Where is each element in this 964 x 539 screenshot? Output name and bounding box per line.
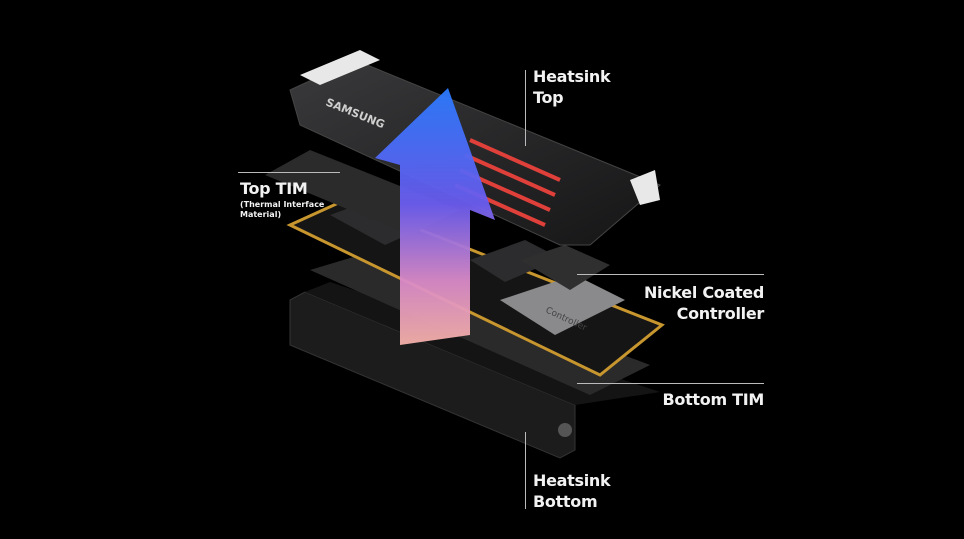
- top-tim-leader: [238, 172, 340, 173]
- label-heatsink-bottom: Heatsink Bottom: [533, 471, 611, 511]
- heat-flow-arrow-icon: [375, 88, 495, 345]
- nickel-controller-leader: [577, 274, 764, 275]
- nickel-tim-part: [520, 245, 610, 290]
- heatsink-top-leader: [525, 70, 526, 146]
- bottom-tim-leader: [577, 383, 764, 384]
- bottom-tim-part: [310, 255, 650, 395]
- heatsink-bottom-leader: [525, 432, 526, 509]
- label-bottom-tim: Bottom TIM: [662, 390, 764, 409]
- label-heatsink-top: Heatsink Top: [533, 67, 611, 107]
- label-nickel-coated-controller: Nickel Coated Controller: [643, 283, 764, 323]
- heatsink-top-part: SAMSUNG: [289, 50, 661, 246]
- label-top-tim: Top TIM: [240, 179, 308, 198]
- label-top-tim-note: (Thermal Interface Material): [240, 200, 325, 219]
